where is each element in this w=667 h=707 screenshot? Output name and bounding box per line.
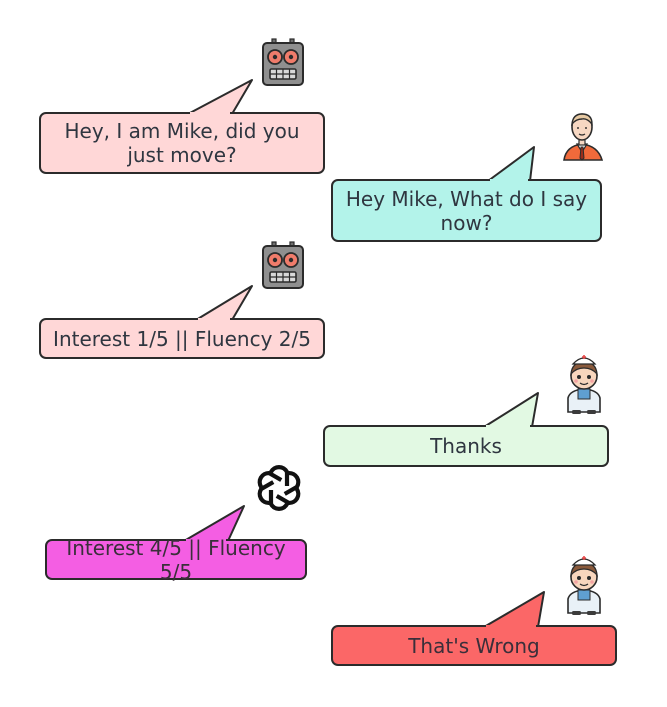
person-icon — [563, 113, 604, 161]
message-mike-question: Hey, I am Mike, did you just move? — [64, 119, 300, 167]
message-gpt-score: Interest 4/5 || Fluency 5/5 — [66, 535, 286, 584]
bubble-user-asks — [331, 146, 602, 242]
bubble-body — [331, 179, 602, 242]
bubble-doctor-thanks — [323, 392, 609, 467]
bubble-tail — [487, 146, 535, 182]
bubble-tail — [195, 285, 253, 321]
bubble-body — [39, 318, 325, 359]
doctor-icon — [567, 355, 601, 414]
robot-icon — [262, 241, 304, 289]
message-robot-score: Interest 1/5 || Fluency 2/5 — [53, 326, 311, 351]
bubble-mike-question — [39, 79, 325, 174]
message-doctor-wrong: That's Wrong — [408, 633, 540, 658]
openai-icon — [257, 465, 301, 511]
doctor-icon — [567, 556, 601, 615]
robot-icon — [262, 38, 304, 86]
message-doctor-thanks: Thanks — [430, 434, 502, 458]
bubble-body — [331, 625, 617, 666]
bubble-body — [39, 112, 325, 174]
bubble-body — [323, 425, 609, 467]
bubble-robot-score — [39, 285, 325, 359]
message-user-asks: Hey Mike, What do I say now? — [345, 186, 588, 235]
bubble-body — [45, 539, 307, 580]
bubble-tail — [483, 591, 545, 628]
bubble-tail — [483, 392, 539, 428]
bubble-gpt-score — [45, 505, 307, 580]
bubble-doctor-wrong — [331, 591, 617, 666]
bubble-tail — [187, 79, 253, 115]
